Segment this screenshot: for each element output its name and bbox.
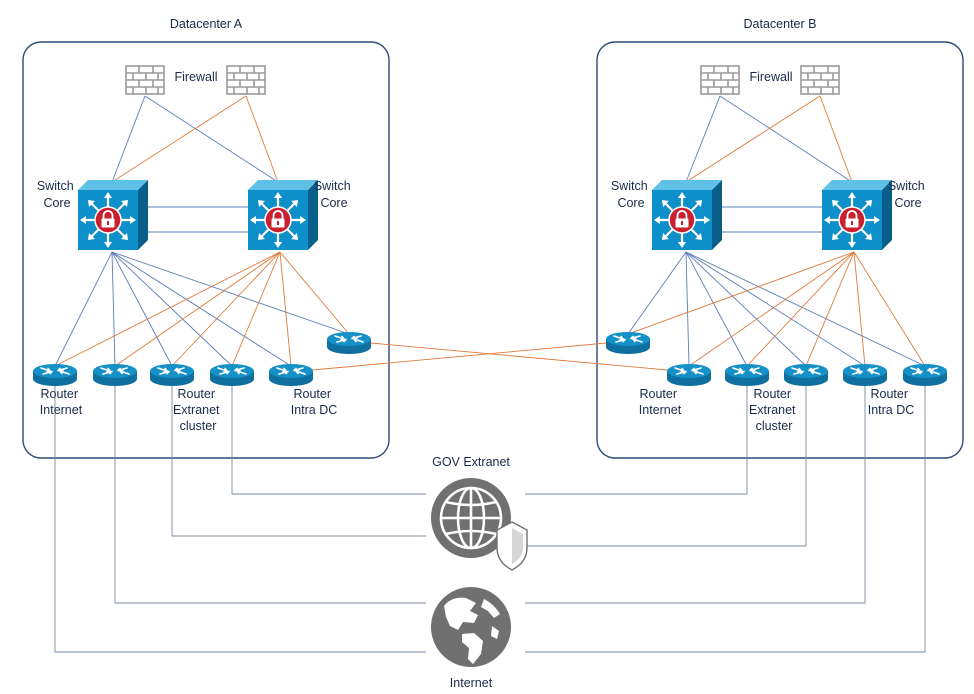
- datacenter-b-box: [596, 41, 964, 459]
- datacenter-a-title: Datacenter A: [170, 17, 243, 31]
- router-icon: [268, 363, 314, 387]
- router-icon: [92, 363, 138, 387]
- core-switch-icon: [650, 178, 724, 252]
- core-switch-icon: [76, 178, 150, 252]
- firewall-icon: [800, 65, 840, 95]
- router-icon: [209, 363, 255, 387]
- internet-globe-icon: [431, 587, 511, 667]
- globe-icon: [431, 478, 511, 558]
- switch-label: Switch Core: [611, 179, 651, 210]
- router-icon: [666, 363, 712, 387]
- router-icon: [902, 363, 948, 387]
- inter-dc-links: [290, 340, 690, 373]
- firewall-icon: [226, 65, 266, 95]
- datacenter-b-title: Datacenter B: [744, 17, 817, 31]
- datacenter-a-box: [22, 41, 390, 459]
- switch-label: Switch Core: [314, 179, 354, 210]
- router-icon: [32, 363, 78, 387]
- router-extranet-label: Router Extranet cluster: [173, 387, 223, 433]
- router-intra-label: Router Intra DC: [291, 387, 338, 417]
- router-internet-label: Router Internet: [639, 387, 682, 417]
- router-icon: [605, 331, 651, 355]
- router-icon: [326, 331, 372, 355]
- shield-icon: [496, 521, 528, 571]
- firewall-label: Firewall: [749, 70, 792, 84]
- router-icon: [783, 363, 829, 387]
- firewall-label: Firewall: [174, 70, 217, 84]
- core-switch-icon: [246, 178, 320, 252]
- dc-b-links: [627, 95, 926, 367]
- router-icon: [149, 363, 195, 387]
- router-icon: [842, 363, 888, 387]
- wan-links: [54, 380, 926, 653]
- core-switch-icon: [820, 178, 894, 252]
- router-internet-label: Router Internet: [40, 387, 83, 417]
- switch-label: Switch Core: [888, 179, 928, 210]
- firewall-icon: [700, 65, 740, 95]
- router-icon: [724, 363, 770, 387]
- firewall-icon: [125, 65, 165, 95]
- internet-label: Internet: [450, 676, 493, 690]
- dc-a-links: [54, 95, 350, 367]
- router-intra-label: Router Intra DC: [868, 387, 915, 417]
- gov-extranet-label: GOV Extranet: [432, 455, 510, 469]
- router-extranet-label: Router Extranet cluster: [749, 387, 799, 433]
- switch-label: Switch Core: [37, 179, 77, 210]
